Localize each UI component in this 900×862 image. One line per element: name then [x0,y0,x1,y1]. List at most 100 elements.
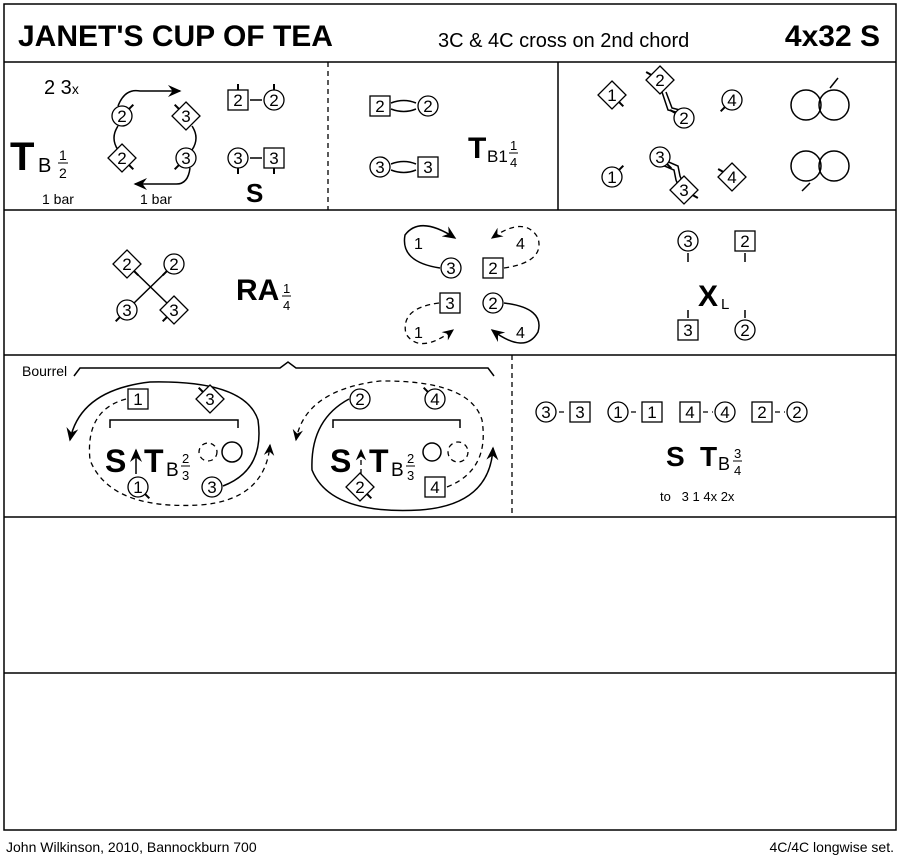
cross-sub: L [721,296,729,313]
loop-icon [818,150,850,182]
figure-right-hands-across: RA 1 4 [132,269,291,313]
svg-text:3: 3 [182,468,189,483]
circle-dancer-icon [227,147,249,169]
loop-icon [790,150,822,182]
dancer-man: 2 [669,107,695,129]
dancer-dancer-active: 3 [159,295,189,325]
set-symbol: S [105,443,126,479]
svg-text:B: B [718,454,730,474]
dancer-man: 3 [173,147,197,171]
circle-dancer-icon [369,156,391,178]
dancer-number: 3 [445,294,454,313]
dancer-dancer-active: 4 [717,162,747,192]
dancer-woman: 2 [369,95,391,117]
facing-nub-icon [618,164,625,171]
dancer-number: 3 [575,403,584,422]
svg-text:2: 2 [407,451,414,466]
circle-dancer-icon [535,401,557,423]
dancer-man: 1 [127,476,151,500]
dancer-number: 2 [740,321,749,340]
dancer-number: 1 [133,390,142,409]
fraction-num: 1 [283,281,290,296]
square-dancer-icon [641,401,663,423]
dancer-number: 4 [430,390,439,409]
circle-dancer-icon [417,95,439,117]
dancer-man: 2 [482,292,504,314]
dance-title: JANET'S CUP OF TEA [18,20,333,53]
square-dancer-icon [482,257,504,279]
dancer-number: 3 [683,232,692,251]
bar-count-suffix: x [72,81,79,97]
square-dancer-icon [263,147,285,169]
dancer-man: 2 [263,84,285,111]
bar-label: 1 bar [42,191,74,207]
dancer-woman: 2 [482,257,504,279]
svg-text:1: 1 [414,325,423,342]
dancer-man: 3 [649,146,673,170]
facing-nub-icon [144,493,151,500]
circle-dancer-icon [163,253,185,275]
figure-cast: 1 4 1 4 [403,225,540,345]
svg-text:3: 3 [734,446,741,461]
circle-dancer-icon [201,476,223,498]
facing-nub-icon [666,163,673,170]
figure-bourrel: Bourrel S T B 2 3 S T B 2 3 [22,361,499,512]
dancer-number: 2 [355,478,364,497]
diamond-dancer-icon [597,80,627,110]
dancer-number: 3 [541,403,550,422]
dancer-number: 2 [269,91,278,110]
square-dancer-icon [417,156,439,178]
facing-nub-icon [161,270,168,277]
set-advance-turn-right: S T B 2 3 [330,441,469,483]
dancer-number: 1 [647,403,656,422]
dancer-dancer-active: 3 [171,101,201,131]
dancer-man: 4 [422,386,446,410]
circle-dancer-icon [786,401,808,423]
circle-dancer-icon [677,230,699,252]
dancer-man: 3 [677,230,699,252]
dancer-man: 3 [114,299,138,323]
dancer-woman: 3 [439,292,461,314]
facing-nub-icon [128,103,135,110]
dancer-woman: 1 [127,388,149,410]
circle-dancer-icon [111,105,133,127]
facing-nub-icon [114,316,121,323]
dancer-man: 4 [714,401,736,423]
end-positions: to 3 1 4x 2x [660,489,735,504]
facing-nub-icon [719,106,726,113]
dancer-number: 2 [355,390,364,409]
dancer-number: 4 [685,403,694,422]
facing-nub-icon [422,386,429,393]
dancer-woman: 4 [679,401,701,423]
circle-dancer-icon [482,292,504,314]
outer-frame [3,3,897,831]
square-dancer-icon [734,230,756,252]
svg-text:1: 1 [414,236,423,253]
arrow-icon [117,85,182,107]
circle-dancer-icon [175,147,197,169]
dancer-number: 2 [117,149,126,168]
dancer-man: 2 [161,253,185,277]
dancer-woman: 2 [227,84,249,111]
dancer-number: 2 [757,403,766,422]
dancer-dancer-active: 3 [195,384,225,414]
dancer-woman: 3 [677,319,699,341]
dancer-number: 3 [207,478,216,497]
square-dancer-icon [569,401,591,423]
turn-symbol: T [144,443,164,479]
circle-dancer-icon [116,299,138,321]
diamond-dancer-icon [195,384,225,414]
dancer-man: 1 [601,164,625,188]
dancer-woman: 3 [569,401,591,423]
dancer-woman: 4 [424,476,446,498]
dancer-number: 2 [169,255,178,274]
turn-symbol: T [700,441,717,472]
dancer-woman: 2 [734,230,756,252]
facing-nub-icon [669,109,676,114]
svg-text:2 3x: 2 3x [44,77,79,99]
circle-dancer-icon [263,89,285,111]
dancer-number: 4 [430,478,439,497]
dancer-number: 1 [613,403,622,422]
dancer-number: 2 [423,97,432,116]
